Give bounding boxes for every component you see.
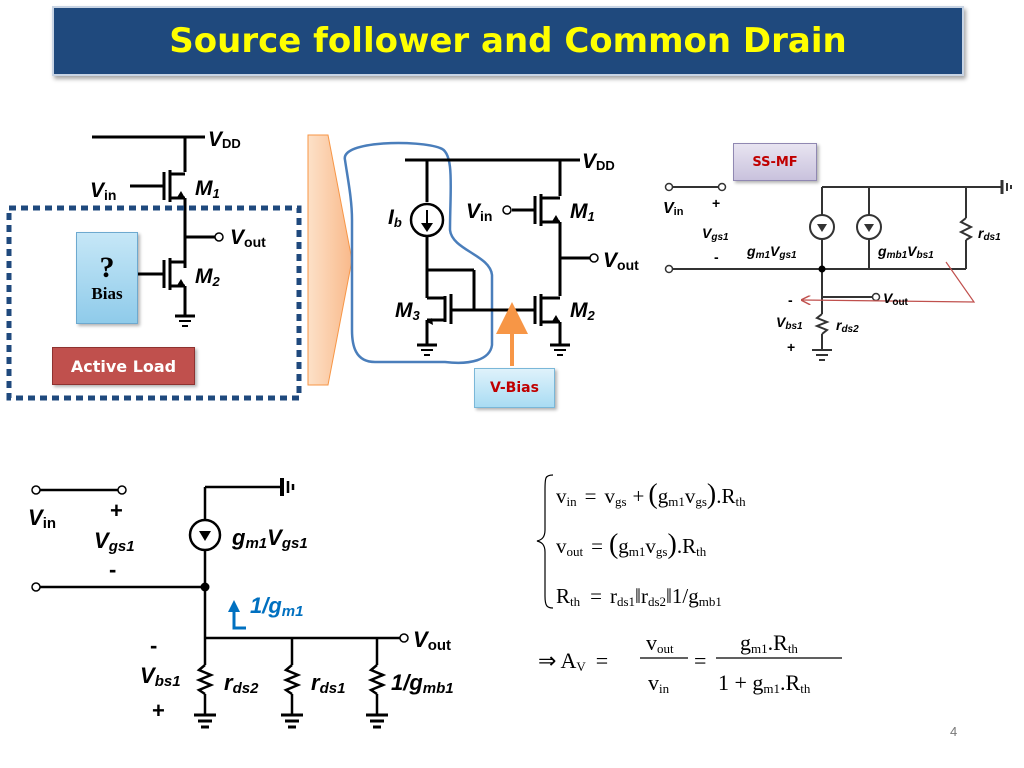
- rds2-label-3: rds2: [836, 317, 859, 335]
- circuit-active-load: [405, 158, 590, 356]
- slide-title: Source follower and Common Drain: [169, 21, 847, 61]
- plus-vbs-label-3: +: [787, 339, 795, 355]
- ss-mf-badge: SS-MF: [733, 143, 817, 181]
- vout-label-3: Vout: [883, 290, 909, 308]
- m2-label-1: M2: [195, 265, 221, 289]
- gm1-source-arrow-3: [817, 224, 827, 232]
- vin-terminal-2: [502, 205, 512, 215]
- vout-label-2: Vout: [603, 249, 639, 273]
- eq1: vin=vgs+(gm1vgs).Rth: [556, 479, 746, 510]
- m3-label: M3: [395, 299, 421, 323]
- big-right-arrow: [307, 134, 353, 386]
- vdd-label-2: VDD: [582, 150, 615, 173]
- minus-vbs-label-3: -: [788, 292, 793, 308]
- rds1-label-3: rds1: [978, 225, 1001, 243]
- circuit-small-signal-2: [40, 478, 400, 729]
- circuit-source-follower: [92, 135, 215, 327]
- rds1-label-4: rds1: [311, 670, 345, 697]
- minus-vbs-label-4: -: [150, 633, 157, 658]
- vout-terminal-3: [871, 292, 881, 302]
- vin-label-3: Vin: [663, 200, 684, 218]
- gnd-terminal-4: [31, 582, 41, 592]
- m3-arrow: [427, 318, 433, 325]
- gain-equation: ⇒AV= vout vin = gm1.Rth 1 + gm1.Rth: [538, 630, 842, 696]
- active-load-dotted-box: [6, 205, 302, 401]
- vin-label-1: Vin: [90, 179, 116, 203]
- equation-system: vin=vgs+(gm1vgs).Rth vout=(gm1vgs).Rth R…: [556, 479, 746, 609]
- m2-arrow-1: [176, 279, 185, 287]
- vin-terminal-3b: [717, 182, 727, 192]
- ib-label: Ib: [388, 206, 402, 230]
- vout-terminal-2: [589, 253, 599, 263]
- gmb1-label-3: gmb1Vbs1: [877, 243, 934, 261]
- page-number: 4: [950, 724, 958, 739]
- bias-box: ? Bias: [76, 232, 138, 324]
- inv-gmb1-label: 1/gmb1: [391, 670, 454, 697]
- red-annotation-arrow: [802, 261, 976, 302]
- eq2: vout=(gm1vgs).Rth: [556, 529, 707, 560]
- vgs1-label-3: Vgs1: [702, 225, 729, 243]
- frac1-num: vout: [646, 630, 674, 656]
- vin-terminal-4a: [31, 485, 41, 495]
- vout-terminal-4: [399, 633, 409, 643]
- vbs1-label-3: Vbs1: [776, 314, 803, 332]
- vin-label-4: Vin: [28, 505, 56, 532]
- frac2-den: 1 + gm1.Rth: [718, 670, 811, 696]
- vin-terminal-4b: [117, 485, 127, 495]
- m1-label-1: M1: [195, 177, 220, 201]
- vout-label-4: Vout: [413, 627, 451, 654]
- bias-label: Bias: [91, 284, 123, 303]
- eq3: Rth=rds1‖rds2‖1/gmb1: [556, 584, 722, 609]
- v-bias-badge: V-Bias: [474, 368, 555, 408]
- node-dot-4: [200, 582, 210, 592]
- frac1-den: vin: [648, 670, 670, 696]
- m1-arrow-2: [551, 215, 560, 223]
- circuit-small-signal-1: [673, 180, 1012, 361]
- minus-label-3: -: [714, 249, 719, 265]
- gm1-label-3: gm1Vgs1: [746, 243, 797, 261]
- gm1-source-arrow-4: [199, 531, 211, 541]
- gnd-terminal-3: [664, 264, 674, 274]
- equation-brace: [536, 474, 554, 609]
- bias-question-mark: ?: [99, 251, 115, 284]
- gmb1-source-arrow-3: [864, 224, 874, 232]
- vout-terminal-1: [214, 232, 224, 242]
- node-dot-3: [818, 265, 826, 273]
- vdd-label-1: VDD: [208, 128, 241, 151]
- vout-label-1: Vout: [230, 226, 266, 250]
- vbs1-label-4: Vbs1: [140, 663, 181, 690]
- m1-label-2: M1: [570, 200, 595, 224]
- m2-arrow-2: [551, 315, 560, 323]
- minus-label-4: -: [109, 557, 116, 582]
- plus-vbs-label-4: +: [152, 698, 165, 723]
- m1-arrow-1: [176, 191, 185, 199]
- plus-label-3: +: [712, 195, 720, 211]
- gm1-label-4: gm1Vgs1: [231, 525, 308, 552]
- ib-arrow: [421, 223, 433, 232]
- current-mirror-bubble: [343, 141, 494, 364]
- blue-up-arrow: [228, 600, 240, 612]
- frac2-num: gm1.Rth: [740, 630, 798, 656]
- vin-label-2: Vin: [466, 200, 492, 224]
- title-bar: Source follower and Common Drain: [52, 6, 964, 76]
- inv-gm1-label: 1/gm1: [250, 593, 303, 620]
- m2-label-2: M2: [570, 299, 596, 323]
- vgs1-label-4: Vgs1: [94, 528, 135, 555]
- blue-current-path: [232, 610, 246, 630]
- implies-av: ⇒AV=: [538, 648, 608, 674]
- rds2-label-4: rds2: [224, 670, 259, 697]
- plus-label-4: +: [110, 498, 123, 523]
- active-load-badge: Active Load: [52, 347, 195, 385]
- vin-terminal-3a: [664, 182, 674, 192]
- equals-2: =: [694, 648, 706, 673]
